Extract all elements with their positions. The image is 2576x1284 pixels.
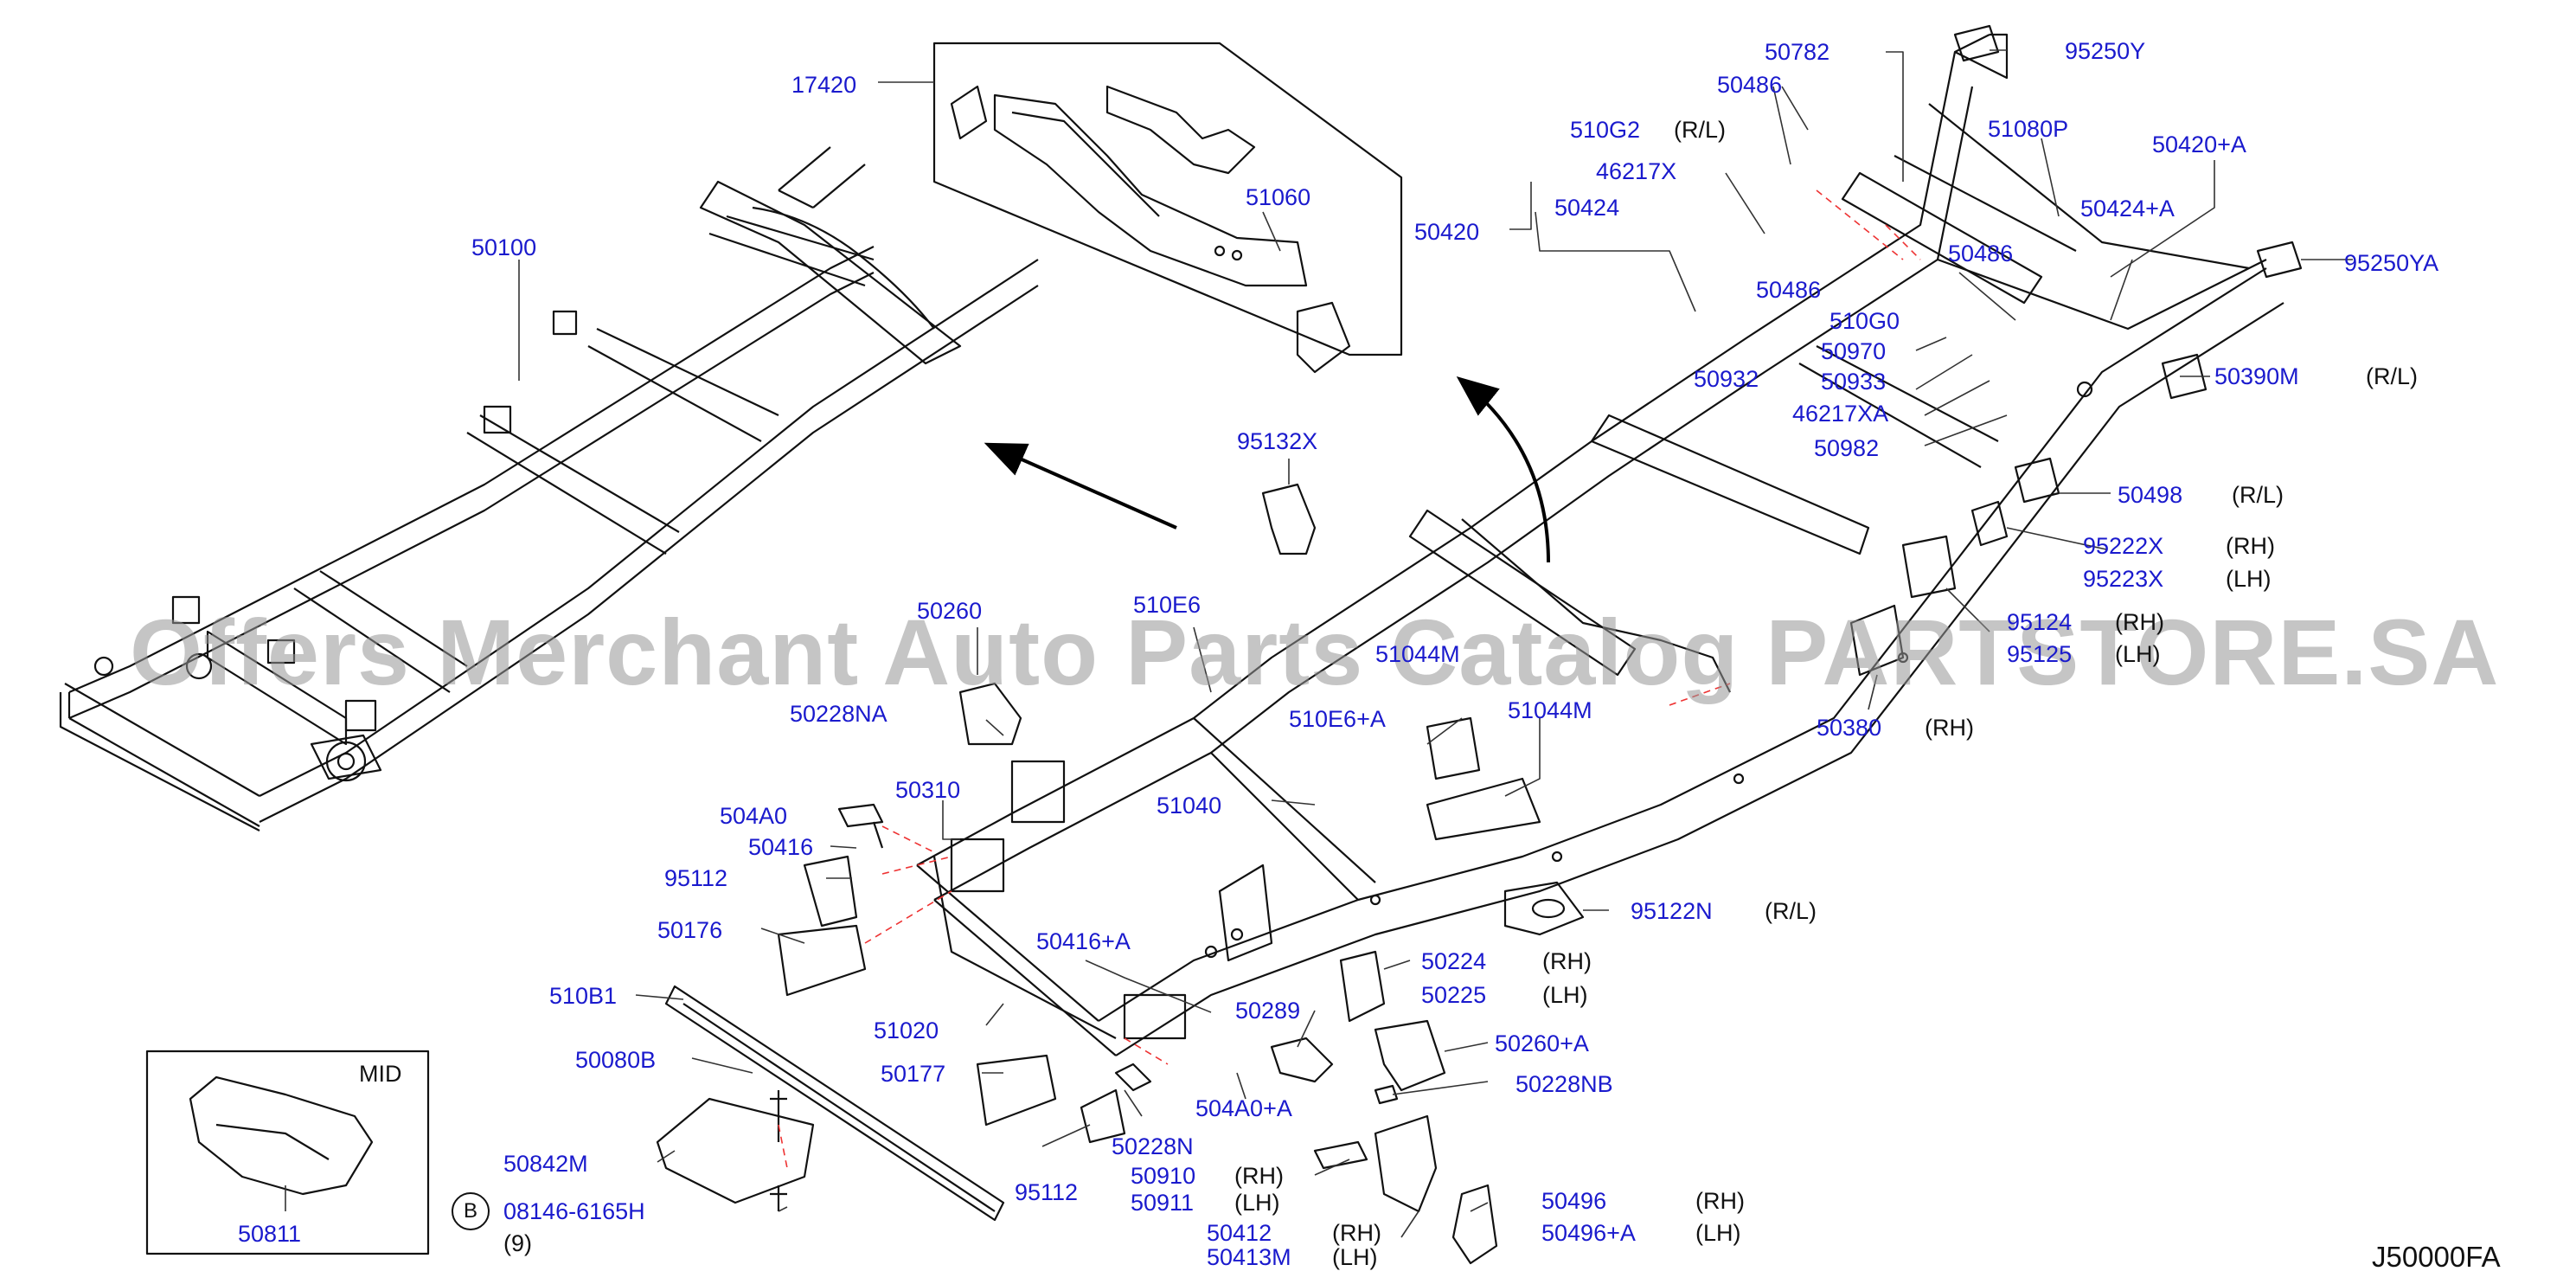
part-label-50424[interactable]: 50424	[1554, 195, 1620, 221]
part-label-50911[interactable]: 50911	[1131, 1190, 1195, 1216]
part-label-50416a[interactable]: 50416+A	[1036, 928, 1131, 954]
leader-lines	[285, 49, 2353, 1238]
part-label-50420[interactable]: 50420	[1414, 219, 1480, 245]
part-label-51040[interactable]: 51040	[1157, 793, 1222, 819]
part-label-50100[interactable]: 50100	[471, 234, 537, 260]
part-label-50496[interactable]: 50496	[1541, 1188, 1607, 1214]
mid-inset-title: MID	[359, 1061, 402, 1087]
part-side-95122n: (R/L)	[1765, 898, 1817, 924]
bolt-marker-circle: B	[452, 1192, 490, 1230]
mid-inset	[145, 1050, 430, 1255]
large-frame-drawing	[916, 33, 2284, 1056]
part-label-50982[interactable]: 50982	[1814, 435, 1880, 461]
part-label-50486-mid[interactable]: 50486	[1756, 277, 1822, 303]
part-label-50498[interactable]: 50498	[2118, 482, 2183, 508]
part-label-504a0a[interactable]: 504A0+A	[1195, 1095, 1292, 1121]
part-label-510b1[interactable]: 510B1	[549, 983, 618, 1009]
part-label-50842m[interactable]: 50842M	[503, 1151, 588, 1177]
part-label-50225[interactable]: 50225	[1421, 982, 1487, 1008]
part-label-50228n[interactable]: 50228N	[1112, 1133, 1194, 1159]
part-label-50932[interactable]: 50932	[1694, 366, 1759, 392]
part-label-50933[interactable]: 50933	[1821, 369, 1887, 395]
part-side-50496: (RH)	[1695, 1188, 1745, 1214]
part-side-50225: (LH)	[1542, 982, 1588, 1008]
part-label-51060[interactable]: 51060	[1246, 184, 1311, 210]
part-side-50380: (RH)	[1925, 715, 1974, 741]
part-label-95112-upper[interactable]: 95112	[664, 865, 728, 891]
part-side-50910: (RH)	[1234, 1163, 1284, 1189]
part-side-95125: (LH)	[2115, 641, 2161, 667]
part-label-95132x[interactable]: 95132X	[1237, 428, 1318, 454]
part-qty-08146-6165h: (9)	[503, 1230, 532, 1256]
part-label-95250y[interactable]: 95250Y	[2065, 38, 2146, 64]
part-label-504a0[interactable]: 504A0	[720, 803, 788, 829]
part-side-510g2: (R/L)	[1674, 117, 1726, 143]
part-label-50380[interactable]: 50380	[1817, 715, 1882, 741]
part-label-50177[interactable]: 50177	[881, 1061, 946, 1087]
inset-box	[932, 42, 1403, 374]
part-side-50911: (LH)	[1234, 1190, 1280, 1216]
part-label-50176[interactable]: 50176	[657, 917, 723, 943]
part-label-50970[interactable]: 50970	[1821, 338, 1887, 364]
part-label-50424a[interactable]: 50424+A	[2080, 196, 2175, 221]
part-label-51020[interactable]: 51020	[874, 1018, 939, 1043]
part-label-51044m-lower[interactable]: 51044M	[1508, 697, 1592, 723]
part-label-95112-lower[interactable]: 95112	[1015, 1179, 1079, 1205]
part-label-50496a[interactable]: 50496+A	[1541, 1220, 1636, 1246]
direction-arrow-left	[984, 442, 1177, 530]
part-side-50498: (R/L)	[2232, 482, 2284, 508]
part-label-50260a[interactable]: 50260+A	[1495, 1030, 1589, 1056]
part-label-50310[interactable]: 50310	[895, 777, 961, 803]
part-label-50412[interactable]: 50412	[1207, 1220, 1272, 1246]
part-side-95222x: (RH)	[2226, 533, 2275, 559]
small-frame-drawing	[59, 146, 1039, 831]
part-label-50910[interactable]: 50910	[1131, 1163, 1196, 1189]
part-label-50413m[interactable]: 50413M	[1207, 1244, 1291, 1270]
part-label-17420[interactable]: 17420	[791, 72, 857, 98]
part-side-50412: (RH)	[1332, 1220, 1381, 1246]
part-side-50224: (RH)	[1542, 948, 1592, 974]
part-side-50413m: (LH)	[1332, 1244, 1378, 1270]
part-label-51044m-upper[interactable]: 51044M	[1375, 641, 1460, 667]
part-label-46217x[interactable]: 46217X	[1596, 158, 1677, 184]
part-side-95124: (RH)	[2115, 609, 2164, 635]
part-label-95222x[interactable]: 95222X	[2083, 533, 2164, 559]
direction-arrow-curved	[1456, 376, 1550, 563]
part-label-50486-right[interactable]: 50486	[1948, 241, 2014, 266]
part-label-510e6[interactable]: 510E6	[1133, 592, 1201, 618]
diagram-code: J50000FA	[2372, 1241, 2501, 1273]
part-label-50260[interactable]: 50260	[917, 598, 983, 624]
reference-dashes	[778, 189, 1921, 1169]
part-label-50420a[interactable]: 50420+A	[2152, 132, 2246, 157]
part-label-95250ya[interactable]: 95250YA	[2344, 250, 2439, 276]
part-label-50390m[interactable]: 50390M	[2214, 363, 2299, 389]
part-side-95223x: (LH)	[2226, 566, 2272, 592]
part-label-95124[interactable]: 95124	[2007, 609, 2073, 635]
part-label-46217xa[interactable]: 46217XA	[1792, 401, 1889, 427]
part-label-50224[interactable]: 50224	[1421, 948, 1487, 974]
watermark-text: Offers Merchant Auto Parts Catalog PARTS…	[130, 600, 2500, 704]
part-side-50496a: (LH)	[1695, 1220, 1741, 1246]
part-label-510g2[interactable]: 510G2	[1570, 117, 1641, 143]
part-label-08146-6165h[interactable]: 08146-6165H	[503, 1198, 645, 1224]
part-label-50228na[interactable]: 50228NA	[790, 701, 888, 727]
part-label-50486-top[interactable]: 50486	[1717, 72, 1783, 98]
part-label-50811[interactable]: 50811	[238, 1221, 302, 1247]
part-label-510g0[interactable]: 510G0	[1829, 308, 1900, 334]
part-label-50416[interactable]: 50416	[748, 834, 814, 860]
part-label-50228nb[interactable]: 50228NB	[1515, 1071, 1613, 1097]
part-label-95223x[interactable]: 95223X	[2083, 566, 2164, 592]
part-label-95125[interactable]: 95125	[2007, 641, 2073, 667]
part-label-50080b[interactable]: 50080B	[575, 1047, 657, 1073]
part-label-51080p[interactable]: 51080P	[1988, 116, 2069, 142]
part-label-510e6a[interactable]: 510E6+A	[1289, 706, 1386, 732]
part-label-50782[interactable]: 50782	[1765, 39, 1830, 65]
part-label-95122n[interactable]: 95122N	[1631, 898, 1713, 924]
part-label-50289[interactable]: 50289	[1235, 998, 1301, 1024]
part-side-50390m: (R/L)	[2366, 363, 2418, 389]
